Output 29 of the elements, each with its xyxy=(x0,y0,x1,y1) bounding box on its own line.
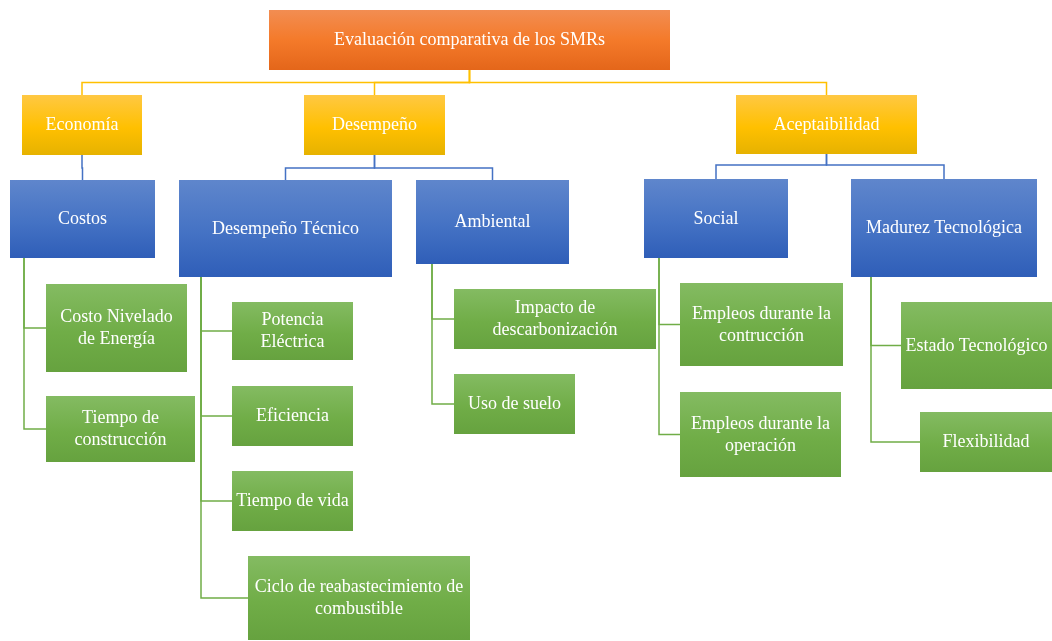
category-box: Ciclo de reabastecimiento de combustible xyxy=(248,556,470,640)
category-box: Social xyxy=(644,179,788,258)
category-box: Potencia Eléctrica xyxy=(232,302,353,360)
category-box: Uso de suelo xyxy=(454,374,575,434)
connector-line xyxy=(468,69,828,96)
connector-line xyxy=(373,154,494,181)
category-box: Evaluación comparativa de los SMRs xyxy=(269,10,670,70)
connector-line xyxy=(23,257,47,430)
category-box: Costo Nivelado de Energía xyxy=(46,284,187,372)
connector-line xyxy=(658,257,681,436)
category-box: Impacto de descarbonización xyxy=(454,289,656,349)
category-box: Estado Tecnológico xyxy=(901,302,1052,389)
category-box: Flexibilidad xyxy=(920,412,1052,472)
category-box: Empleos durante la operación xyxy=(680,392,841,477)
connector-line xyxy=(870,276,921,443)
category-box: Eficiencia xyxy=(232,386,353,446)
category-box: Costos xyxy=(10,180,155,258)
category-box: Desempeño xyxy=(304,95,445,155)
category-box: Empleos durante la contrucción xyxy=(680,283,843,366)
connector-line xyxy=(81,154,84,181)
category-box: Desempeño Técnico xyxy=(179,180,392,277)
category-box: Tiempo de vida xyxy=(232,471,353,531)
category-box: Economía xyxy=(22,95,142,155)
category-box: Madurez Tecnológica xyxy=(851,179,1037,277)
category-box: Ambiental xyxy=(416,180,569,264)
connector-line xyxy=(431,263,455,405)
connector-line xyxy=(825,153,945,180)
category-box: Aceptaibilidad xyxy=(736,95,917,154)
category-box: Tiempo de construcción xyxy=(46,396,195,462)
